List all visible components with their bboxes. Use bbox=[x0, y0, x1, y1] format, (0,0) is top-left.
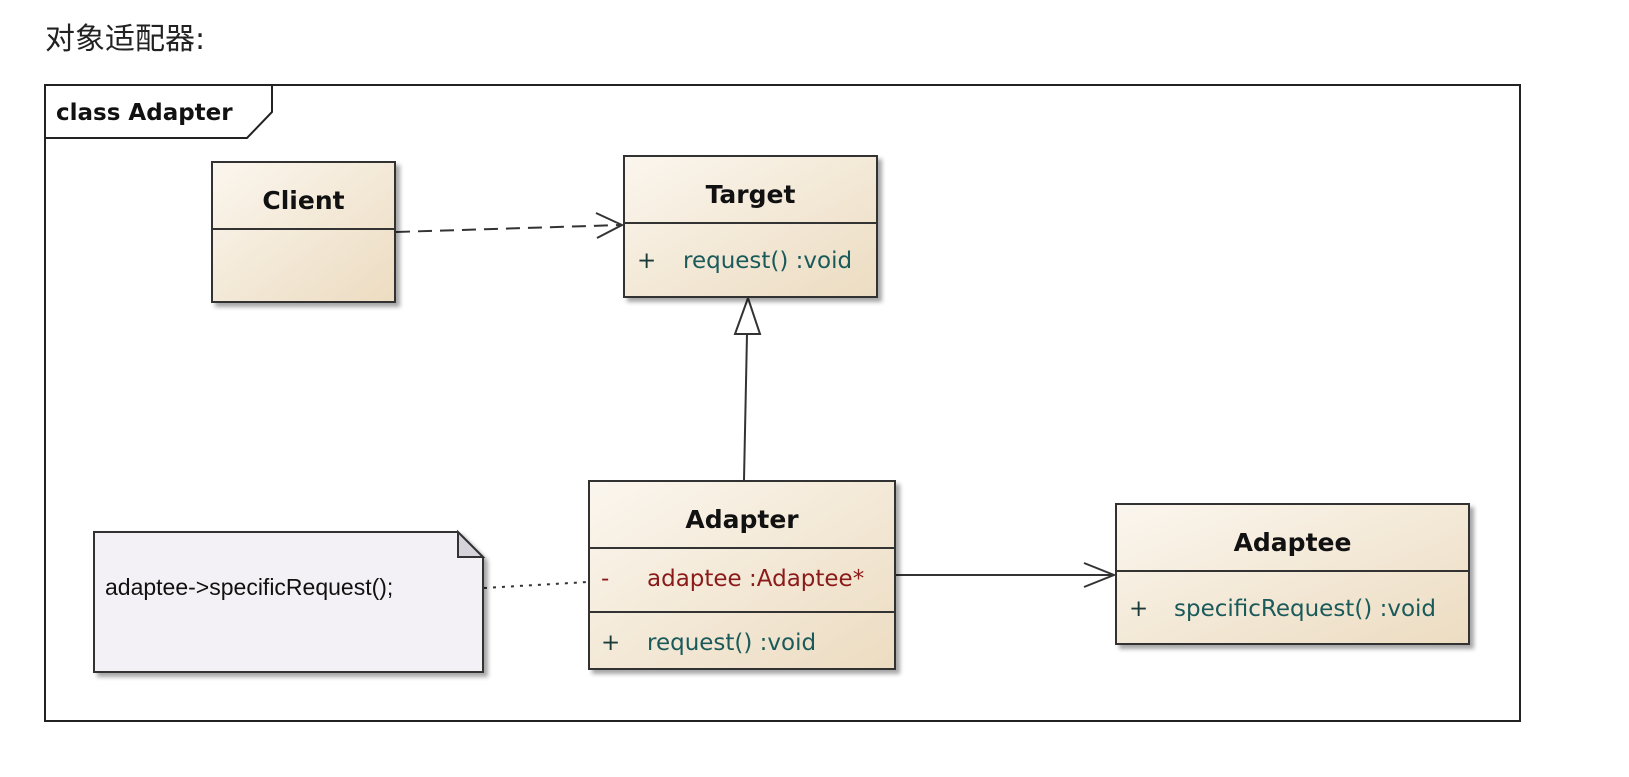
class-adapter[interactable]: Adapter - adaptee :Adaptee* + request() … bbox=[588, 480, 896, 670]
note-text: adaptee->specificRequest(); bbox=[105, 574, 393, 600]
class-client[interactable]: Client bbox=[211, 161, 396, 303]
operation-visibility: + bbox=[601, 630, 620, 656]
operation-visibility: + bbox=[1129, 596, 1148, 622]
class-name: Target bbox=[706, 180, 796, 209]
operation-signature: request() :void bbox=[647, 630, 816, 656]
class-name: Adaptee bbox=[1234, 528, 1352, 557]
association-adapter-adaptee bbox=[896, 562, 1117, 588]
class-name: Client bbox=[262, 186, 344, 215]
attribute-visibility: - bbox=[601, 566, 609, 592]
class-target[interactable]: Target + request() :void bbox=[623, 155, 878, 298]
class-adaptee[interactable]: Adaptee + specificRequest() :void bbox=[1115, 503, 1470, 645]
page-heading: 对象适配器: bbox=[45, 22, 206, 57]
dependency-client-target bbox=[395, 212, 625, 239]
generalization-adapter-target bbox=[733, 294, 762, 481]
class-name: Adapter bbox=[685, 505, 799, 534]
operation-signature: specificRequest() :void bbox=[1174, 596, 1436, 622]
operation-signature: request() :void bbox=[683, 248, 852, 274]
frame-label: class Adapter bbox=[56, 100, 233, 126]
note[interactable]: adaptee->specificRequest(); bbox=[93, 529, 486, 673]
operation-visibility: + bbox=[637, 248, 656, 274]
attribute-signature: adaptee :Adaptee* bbox=[647, 566, 864, 592]
